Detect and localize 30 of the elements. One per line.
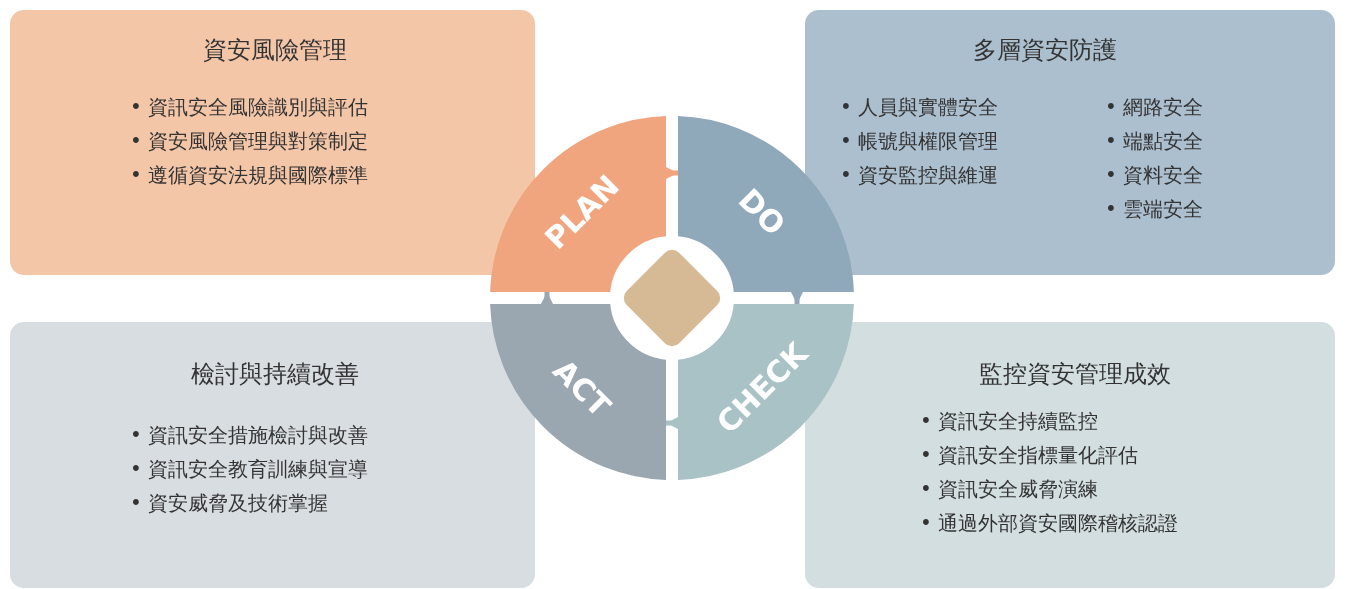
- bullet-item: • 資訊安全威脅演練: [920, 476, 1100, 503]
- phase-label: ACT: [546, 352, 618, 424]
- cycle-segment: [490, 116, 666, 292]
- bullet-item: • 網路安全: [1105, 94, 1204, 121]
- cycle-segment: [678, 116, 854, 292]
- bullet-item: • 資訊安全持續監控: [920, 408, 1100, 435]
- bullet-item: • 端點安全: [1105, 128, 1204, 155]
- bullet-item: • 資訊安全指標量化評估: [920, 442, 1140, 469]
- bullet-item: • 資安威脅及技術掌握: [130, 490, 330, 517]
- bullet-item: • 遵循資安法規與國際標準: [130, 162, 369, 189]
- panel-heading: 監控資安管理成效: [979, 359, 1171, 390]
- bullet-item: • 資料安全: [1105, 162, 1204, 189]
- phase-label: DO: [731, 181, 793, 243]
- bullet-item: • 人員與實體安全: [840, 94, 999, 121]
- topic-panel: [10, 10, 535, 275]
- panel-heading: 資安風險管理: [203, 35, 347, 66]
- bullet-item: • 資訊安全教育訓練與宣導: [130, 456, 369, 483]
- bullet-item: • 通過外部資安國際稽核認證: [920, 510, 1179, 537]
- bullet-item: • 雲端安全: [1105, 196, 1204, 223]
- topic-panel: [805, 10, 1335, 275]
- bullet-item: • 資訊安全風險識別與評估: [130, 94, 369, 121]
- cycle-segment: [678, 304, 854, 480]
- bullet-item: • 資安監控與維運: [840, 162, 999, 189]
- bullet-item: • 資安風險管理與對策制定: [130, 128, 369, 155]
- bullet-item: • 帳號與權限管理: [840, 128, 999, 155]
- panel-heading: 檢討與持續改善: [191, 359, 359, 390]
- cycle-segment: [490, 304, 666, 480]
- bullet-item: • 資訊安全措施檢討與改善: [130, 422, 369, 449]
- topic-panel: [10, 322, 535, 588]
- panel-heading: 多層資安防護: [973, 35, 1117, 66]
